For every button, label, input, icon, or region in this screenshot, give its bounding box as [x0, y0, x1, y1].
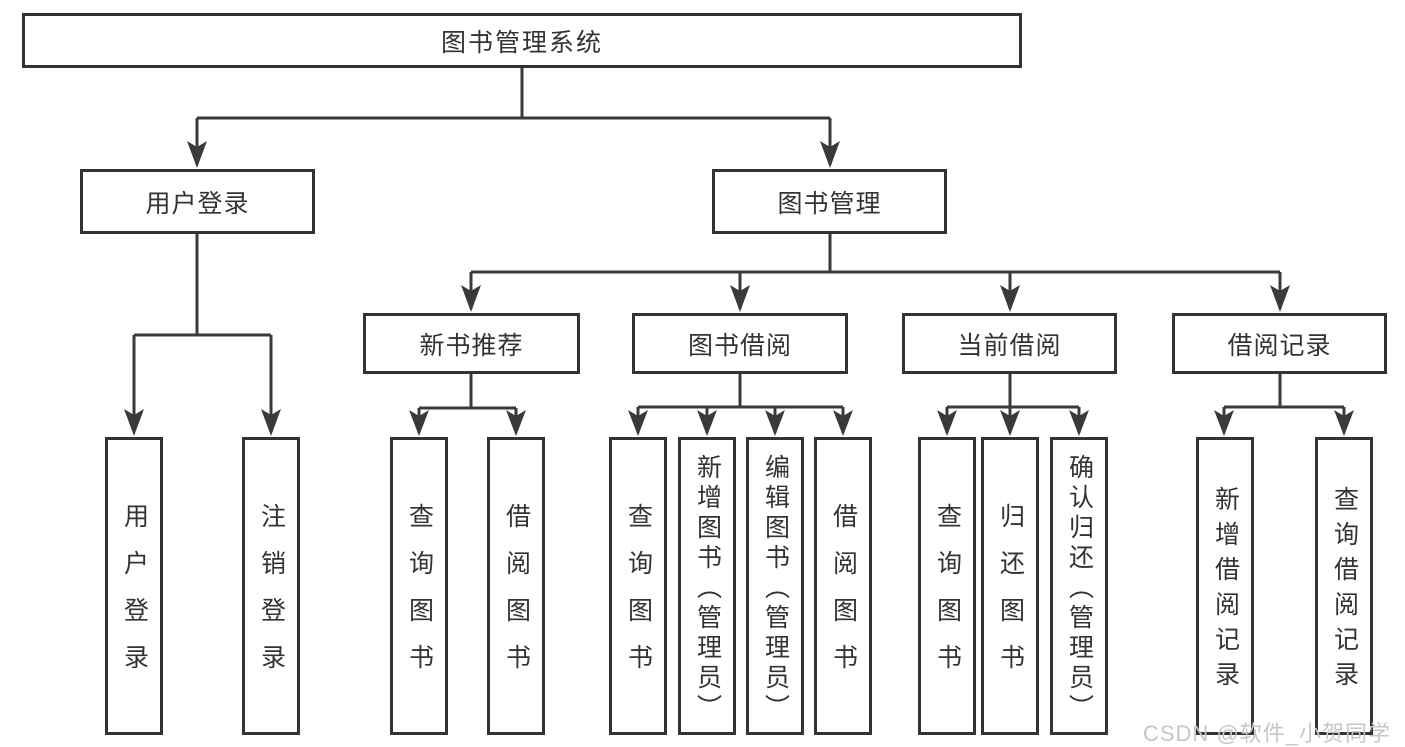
leaf-logout: 注销登录: [242, 437, 300, 735]
leaf-query-books-current: 查询图书: [918, 437, 976, 735]
leaf-label: 借阅图书: [829, 503, 858, 691]
node-user-login: 用户登录: [80, 169, 315, 234]
arrowhead-icons: [124, 141, 1354, 436]
leaf-label: 查询图书: [933, 503, 962, 691]
node-label: 图书管理: [777, 189, 882, 218]
leaf-label: 查询图书: [624, 503, 653, 691]
node-book-borrowing: 图书借阅: [632, 313, 848, 374]
leaf-label: 编辑图书（管理员）: [761, 453, 790, 724]
leaf-label: 用户登录: [120, 503, 149, 691]
leaf-user-login: 用户登录: [105, 437, 163, 735]
leaf-borrow-books-recommendation: 借阅图书: [487, 437, 545, 735]
leaf-query-books-borrowing: 查询图书: [609, 437, 667, 735]
leaf-query-borrowing-record: 查询借阅记录: [1315, 437, 1373, 735]
leaf-return-books: 归还图书: [981, 437, 1039, 735]
node-borrowing-records: 借阅记录: [1172, 313, 1387, 374]
node-library-management-system: 图书管理系统: [22, 13, 1022, 68]
leaf-label: 查询借阅记录: [1330, 486, 1359, 696]
leaf-query-books-recommendation: 查询图书: [390, 437, 448, 735]
leaf-add-borrowing-record: 新增借阅记录: [1196, 437, 1254, 735]
leaf-label: 新增图书（管理员）: [693, 453, 722, 724]
leaf-confirm-return-admin: 确认归还（管理员）: [1050, 437, 1108, 735]
leaf-label: 查询图书: [405, 503, 434, 691]
leaf-add-books-admin: 新增图书（管理员）: [678, 437, 736, 735]
node-label: 当前借阅: [957, 331, 1062, 360]
node-book-management: 图书管理: [712, 169, 947, 234]
leaf-edit-books-admin: 编辑图书（管理员）: [746, 437, 804, 735]
node-label: 图书管理系统: [440, 28, 603, 57]
node-label: 新书推荐: [419, 331, 524, 360]
leaf-label: 新增借阅记录: [1211, 486, 1240, 696]
node-current-borrowing: 当前借阅: [902, 313, 1117, 374]
leaf-label: 归还图书: [996, 503, 1025, 691]
node-label: 借阅记录: [1227, 331, 1332, 360]
csdn-watermark: CSDN @软件_小贺同学: [1142, 721, 1391, 746]
leaf-label: 注销登录: [257, 503, 286, 691]
node-new-book-recommendation: 新书推荐: [363, 313, 580, 374]
node-label: 图书借阅: [687, 331, 792, 360]
leaf-label: 借阅图书: [502, 503, 531, 691]
leaf-label: 确认归还（管理员）: [1065, 453, 1094, 724]
node-label: 用户登录: [145, 189, 250, 218]
leaf-borrow-books: 借阅图书: [814, 437, 872, 735]
